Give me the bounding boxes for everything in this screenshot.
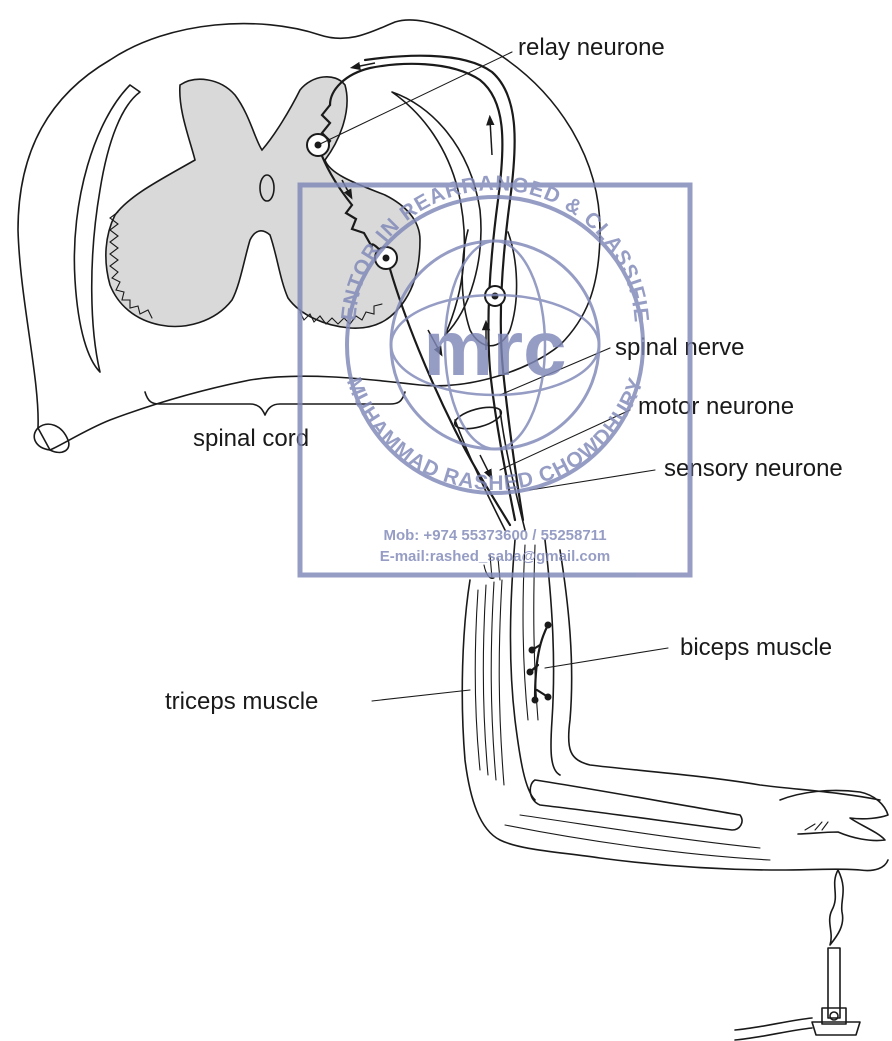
bunsen-burner [735, 870, 860, 1040]
arm [462, 540, 888, 871]
watermark-email: E-mail:rashed_saba@gmail.com [380, 548, 611, 565]
watermark-mobile: Mob: +974 55373600 / 55258711 [383, 527, 606, 544]
label-spinal-nerve: spinal nerve [615, 334, 744, 361]
watermark-logo: mrc [423, 304, 566, 392]
flame [830, 870, 843, 945]
label-relay-neurone: relay neurone [518, 34, 665, 61]
grey-matter [106, 77, 420, 328]
label-spinal-cord: spinal cord [193, 425, 309, 452]
label-motor-neurone: motor neurone [638, 393, 794, 420]
watermark-ring-bottom: MUHAMMAD RASHED CHOWDHURY [342, 374, 648, 495]
label-biceps-muscle: biceps muscle [680, 634, 832, 661]
label-triceps-muscle: triceps muscle [165, 688, 318, 715]
